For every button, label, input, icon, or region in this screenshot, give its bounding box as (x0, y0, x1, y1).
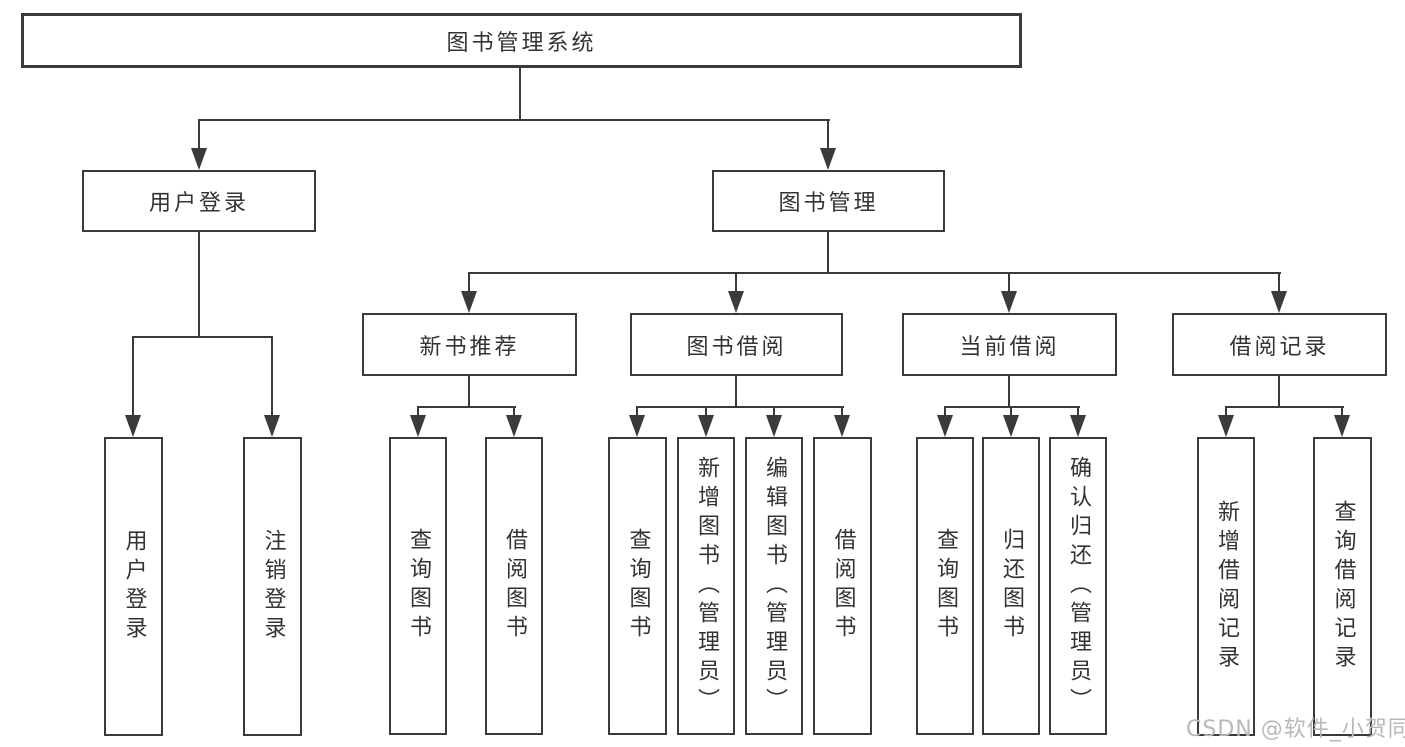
arrow-down-icon (1070, 415, 1086, 437)
arrow-down-icon (1001, 291, 1017, 313)
node-book-borrow: 图书借阅 (630, 313, 843, 376)
node-label: 注销登录 (260, 528, 286, 645)
connector-level3-stem (735, 272, 737, 293)
connector-leaf-stem (417, 406, 419, 420)
connector-book-management-stem (827, 119, 829, 152)
node-label: 用户登录 (148, 191, 249, 216)
connector-leaf-stem (841, 406, 843, 420)
node-label: 图书借阅 (686, 334, 787, 360)
leaf-borrow-books-recommend: 借阅图书 (485, 437, 543, 735)
connector-leaf-stem (1341, 406, 1343, 420)
leaf-query-borrow-record: 查询借阅记录 (1313, 437, 1372, 736)
leaf-add-books-admin: 新增图书（管理员） (677, 437, 735, 735)
node-user-login: 用户登录 (82, 170, 316, 232)
arrow-down-icon (1271, 291, 1287, 313)
csdn-watermark: CSDN @软件_小贺同学 (1186, 717, 1405, 742)
connector-leaf-stem (773, 406, 775, 420)
connector-user-login-branch (132, 336, 273, 338)
leaf-query-books-current: 查询图书 (916, 437, 974, 735)
connector-level3-stem (1008, 272, 1010, 293)
arrow-down-icon (937, 415, 953, 437)
arrow-down-icon (728, 291, 744, 313)
arrow-down-icon (834, 415, 850, 437)
connector-leaf-stem (1225, 406, 1227, 420)
node-label: 用户登录 (121, 528, 147, 645)
node-current-borrow: 当前借阅 (902, 313, 1117, 376)
arrow-down-icon (1218, 415, 1234, 437)
arrow-down-icon (1003, 415, 1019, 437)
node-label: 借阅记录 (1229, 334, 1330, 360)
arrow-down-icon (125, 415, 141, 437)
connector-current-branch (944, 406, 1080, 408)
connector-leaf-stem (132, 336, 134, 420)
arrow-down-icon (191, 148, 207, 170)
arrow-down-icon (461, 291, 477, 313)
connector-leaf-stem (944, 406, 946, 420)
leaf-borrow-books-borrow: 借阅图书 (813, 437, 872, 735)
connector-recommend-down (468, 376, 470, 408)
leaf-user-login: 用户登录 (104, 437, 163, 736)
connector-book-management-down (827, 232, 829, 274)
node-label: 当前借阅 (959, 334, 1060, 360)
leaf-query-books-borrow: 查询图书 (608, 437, 667, 735)
connector-leaf-stem (705, 406, 707, 420)
connector-records-down (1278, 376, 1280, 408)
connector-user-login-stem (198, 119, 200, 152)
connector-root-branch (198, 119, 830, 121)
leaf-query-books-recommend: 查询图书 (389, 437, 447, 735)
node-label: 编辑图书（管理员） (762, 455, 787, 717)
connector-borrow-down (735, 376, 737, 408)
arrow-down-icon (506, 415, 522, 437)
connector-level3-stem (1278, 272, 1280, 293)
leaf-edit-books-admin: 编辑图书（管理员） (745, 437, 803, 735)
connector-records-branch (1225, 406, 1344, 408)
arrow-down-icon (820, 148, 836, 170)
arrow-down-icon (766, 415, 782, 437)
connector-book-management-branch (468, 272, 1281, 274)
node-label: 图书管理系统 (446, 30, 597, 56)
arrow-down-icon (629, 415, 645, 437)
node-label: 查询图书 (406, 528, 431, 644)
connector-level3-stem (468, 272, 470, 293)
connector-leaf-stem (1010, 406, 1012, 420)
connector-recommend-branch (417, 406, 516, 408)
node-label: 查询图书 (625, 528, 651, 644)
node-new-book-recommend: 新书推荐 (362, 313, 577, 376)
node-label: 确认归还（管理员） (1066, 455, 1091, 717)
leaf-confirm-return-admin: 确认归还（管理员） (1049, 437, 1107, 735)
node-label: 新增图书（管理员） (694, 455, 719, 717)
leaf-add-borrow-record: 新增借阅记录 (1197, 437, 1255, 736)
node-label: 新书推荐 (419, 334, 520, 360)
connector-leaf-stem (271, 336, 273, 420)
arrow-down-icon (1334, 415, 1350, 437)
connector-current-down (1008, 376, 1010, 408)
node-label: 新增借阅记录 (1214, 499, 1239, 674)
node-label: 图书管理 (778, 191, 879, 216)
connector-leaf-stem (636, 406, 638, 420)
connector-leaf-stem (513, 406, 515, 420)
connector-leaf-stem (1077, 406, 1079, 420)
connector-root-stem (519, 68, 521, 120)
node-book-management: 图书管理 (712, 170, 945, 232)
leaf-logout-login: 注销登录 (243, 437, 302, 736)
arrow-down-icon (264, 415, 280, 437)
node-borrow-records: 借阅记录 (1172, 313, 1387, 376)
node-label: 查询图书 (933, 528, 958, 644)
node-library-management-system: 图书管理系统 (21, 13, 1022, 68)
leaf-return-books: 归还图书 (982, 437, 1040, 735)
connector-borrow-branch (636, 406, 844, 408)
connector-user-login-down (198, 232, 200, 338)
node-label: 查询借阅记录 (1330, 499, 1356, 674)
node-label: 归还图书 (999, 528, 1024, 644)
node-label: 借阅图书 (830, 528, 856, 644)
arrow-down-icon (698, 415, 714, 437)
arrow-down-icon (410, 415, 426, 437)
node-label: 借阅图书 (502, 528, 527, 644)
